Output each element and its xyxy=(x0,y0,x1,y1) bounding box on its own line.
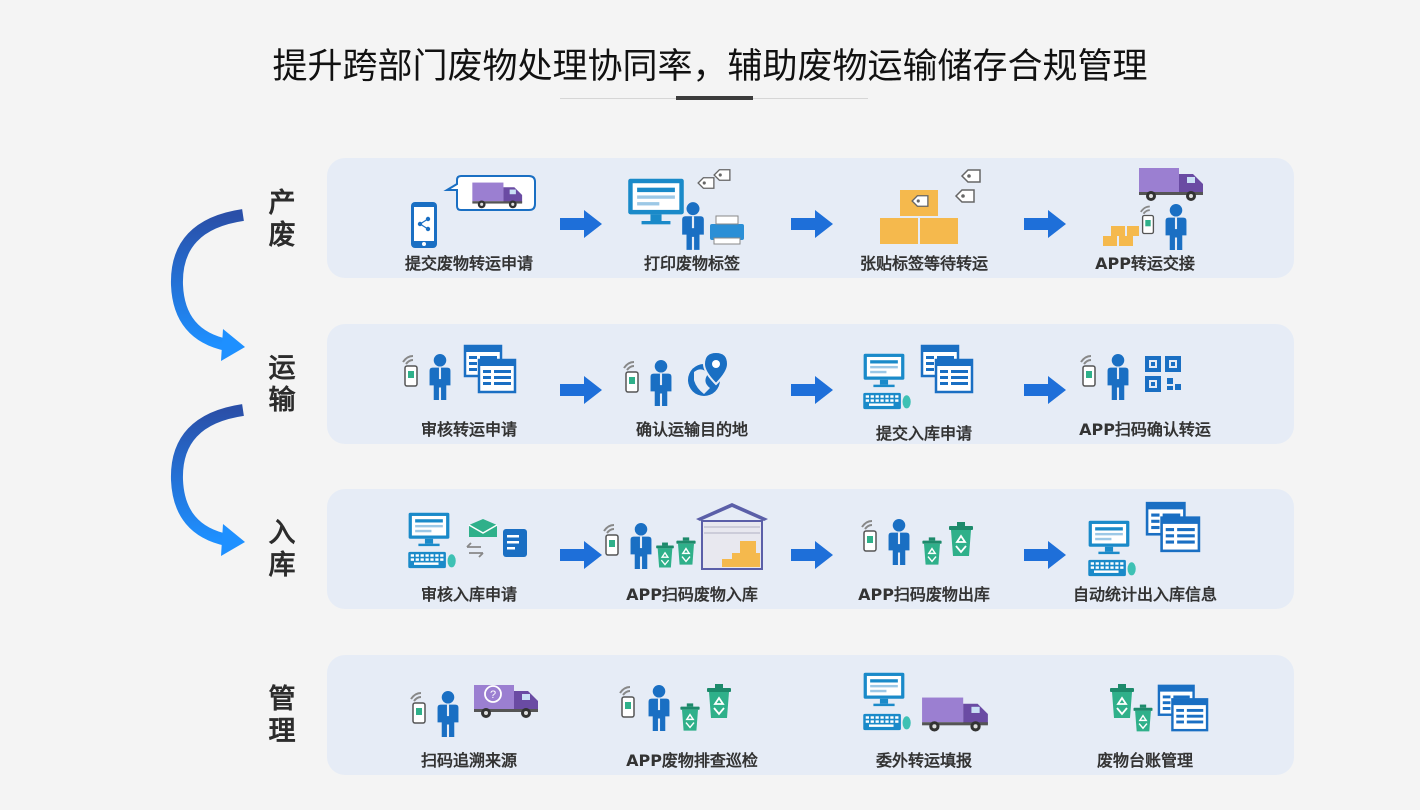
step-card: ? 扫码追溯来源 xyxy=(369,655,569,775)
step-card: APP扫码废物入库 xyxy=(592,489,792,609)
title-divider-accent xyxy=(676,96,753,100)
step-label: APP扫码废物入库 xyxy=(626,585,758,604)
stage-label-transport: 运 输 xyxy=(262,353,302,417)
page-title: 提升跨部门废物处理协同率，辅助废物运输储存合规管理 xyxy=(272,47,1148,87)
ledger-icon xyxy=(1109,683,1209,733)
step-card: 确认运输目的地 xyxy=(592,324,792,444)
stage-label-char: 产 xyxy=(268,188,296,219)
step-card: 提交废物转运申请 xyxy=(369,158,569,278)
svg-text:?: ? xyxy=(490,689,496,701)
boxes-tags-icon xyxy=(880,169,981,244)
step-card: APP扫码确认转运 xyxy=(1045,324,1245,444)
stage-label-produce: 产 废 xyxy=(262,188,302,252)
step-card: APP转运交接 xyxy=(1045,158,1245,278)
curve-arrow-icon xyxy=(170,404,245,556)
step-card: 审核转运申请 xyxy=(369,324,569,444)
stats-docs-icon xyxy=(1088,501,1201,577)
stage-label-char: 输 xyxy=(268,385,296,416)
stage-label-char: 废 xyxy=(268,220,296,251)
step-card: 审核入库申请 xyxy=(369,489,569,609)
step-card: 废物台账管理 xyxy=(1045,655,1245,775)
monitor-mail-icon xyxy=(408,512,527,569)
stage-row-storage: 审核入库申请 APP扫码废物入库 APP扫码废物出库 xyxy=(327,489,1294,609)
step-card: 自动统计出入库信息 xyxy=(1045,489,1245,609)
stage-row-produce: 提交废物转运申请 打印废物标签 张贴标签等待转运 xyxy=(327,158,1294,278)
step-card: 打印废物标签 xyxy=(592,158,792,278)
stage-label-char: 库 xyxy=(268,550,296,581)
step-label: 张贴标签等待转运 xyxy=(859,254,988,273)
review-docs-icon xyxy=(402,344,517,400)
stage-label-char: 管 xyxy=(268,684,296,715)
location-icon xyxy=(623,350,730,406)
step-label: 打印废物标签 xyxy=(643,254,740,273)
outsource-truck-icon xyxy=(863,672,988,732)
curve-arrow-icon xyxy=(170,209,245,361)
stage-label-char: 理 xyxy=(268,716,296,747)
step-label: 审核转运申请 xyxy=(420,420,517,439)
truck-handover-icon xyxy=(1103,168,1203,250)
stage-row-management: ? 扫码追溯来源 APP废物排查巡检 委外转运填报 废物台账管理 xyxy=(327,655,1294,775)
step-label: 审核入库申请 xyxy=(420,585,517,604)
step-label: 确认运输目的地 xyxy=(635,420,748,439)
step-card: APP扫码废物出库 xyxy=(824,489,1024,609)
step-label: APP转运交接 xyxy=(1095,254,1195,273)
bins-out-icon xyxy=(861,519,974,566)
stage-label-char: 入 xyxy=(268,518,296,549)
monitor-printer-icon xyxy=(628,169,744,250)
step-card: 委外转运填报 xyxy=(824,655,1024,775)
step-label: 提交入库申请 xyxy=(875,424,972,443)
warehouse-bins-icon xyxy=(603,503,768,570)
monitor-docs-icon xyxy=(863,344,974,410)
step-label: 废物台账管理 xyxy=(1096,751,1193,770)
qr-scan-icon xyxy=(1080,354,1181,400)
inspection-bins-icon xyxy=(619,683,732,732)
step-label: 提交废物转运申请 xyxy=(404,254,533,273)
stage-label-char: 运 xyxy=(268,353,296,384)
stage-label-management: 管 理 xyxy=(262,684,302,748)
step-card: 提交入库申请 xyxy=(824,324,1024,444)
step-card: APP废物排查巡检 xyxy=(592,655,792,775)
stage-label-storage: 入 库 xyxy=(262,518,302,582)
step-label: 扫码追溯来源 xyxy=(420,751,517,770)
step-label: 委外转运填报 xyxy=(875,751,972,770)
step-label: APP扫码确认转运 xyxy=(1079,420,1211,439)
step-label: APP废物排查巡检 xyxy=(626,751,758,770)
stage-row-transport: 审核转运申请 确认运输目的地 提交入库申请 xyxy=(327,324,1294,444)
step-label: 自动统计出入库信息 xyxy=(1072,585,1217,604)
phone-truck-icon xyxy=(411,175,536,248)
step-card: 张贴标签等待转运 xyxy=(824,158,1024,278)
step-label: APP扫码废物出库 xyxy=(858,585,990,604)
trace-truck-icon: ? xyxy=(410,685,538,737)
